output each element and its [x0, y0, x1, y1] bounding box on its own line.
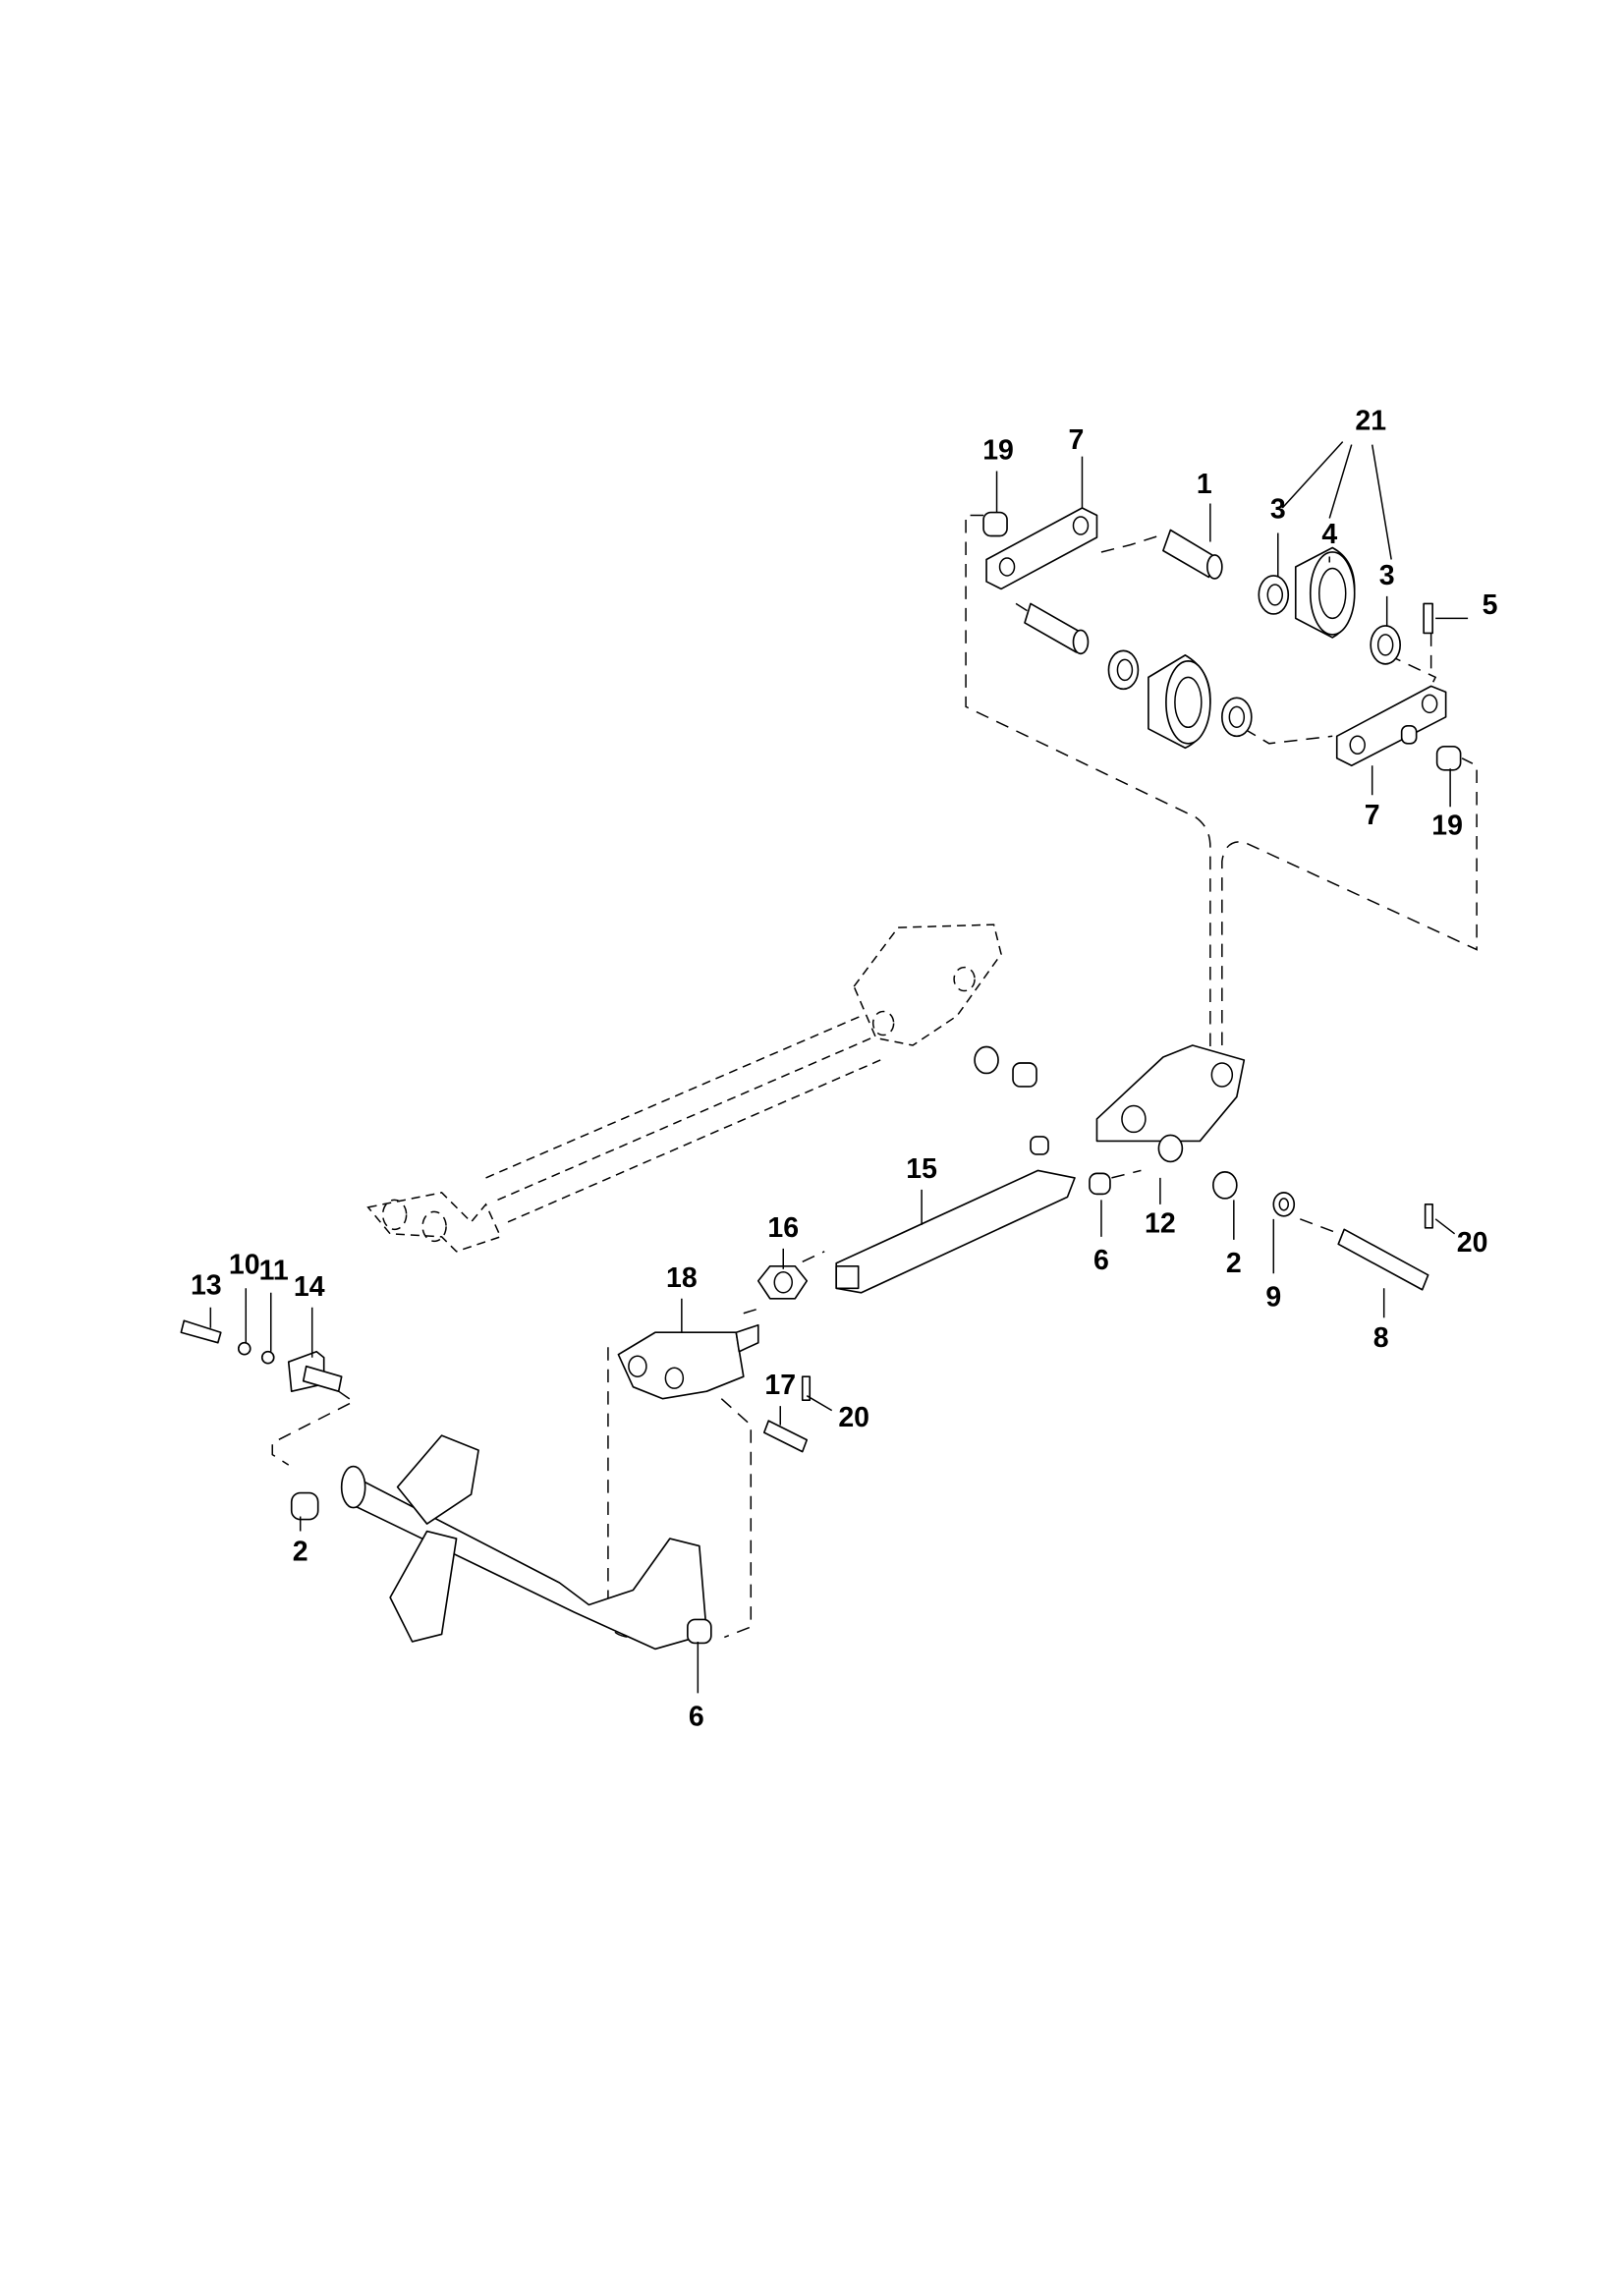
callout-19: 19	[982, 435, 1014, 467]
callout-6: 6	[1093, 1245, 1109, 1276]
callout-20: 20	[838, 1402, 869, 1433]
callout-20: 20	[1457, 1227, 1488, 1259]
callout-10: 10	[229, 1249, 260, 1280]
callout-17: 17	[764, 1370, 796, 1401]
callout-12: 12	[1145, 1207, 1176, 1239]
lower-assembly	[180, 1264, 812, 1651]
callout-2: 2	[1226, 1248, 1242, 1279]
phantom-lift-arm	[366, 924, 1002, 1253]
callout-18: 18	[666, 1262, 698, 1294]
callout-13: 13	[191, 1269, 222, 1301]
callout-6: 6	[689, 1701, 704, 1732]
callout-labels: 19 7 1 21 3 4 3 5 7 19 15 16 12 6 2 9 20…	[191, 406, 1498, 1733]
callout-3: 3	[1270, 494, 1286, 526]
callout-15: 15	[906, 1153, 937, 1185]
callout-11: 11	[259, 1255, 289, 1286]
bracket-and-rod	[835, 1044, 1433, 1294]
callout-8: 8	[1373, 1322, 1389, 1354]
callout-19: 19	[1431, 811, 1463, 842]
callout-7: 7	[1069, 424, 1085, 456]
callout-3: 3	[1379, 560, 1395, 591]
callout-16: 16	[767, 1212, 799, 1244]
roller-assembly	[982, 507, 1462, 771]
callout-7: 7	[1365, 800, 1380, 831]
callout-4: 4	[1321, 519, 1337, 550]
callout-1: 1	[1197, 469, 1212, 500]
leader-lines	[209, 441, 1469, 1694]
callout-5: 5	[1483, 589, 1498, 621]
callout-2: 2	[293, 1537, 308, 1568]
callout-21: 21	[1355, 406, 1386, 437]
callout-14: 14	[294, 1271, 325, 1303]
callout-9: 9	[1265, 1281, 1281, 1313]
